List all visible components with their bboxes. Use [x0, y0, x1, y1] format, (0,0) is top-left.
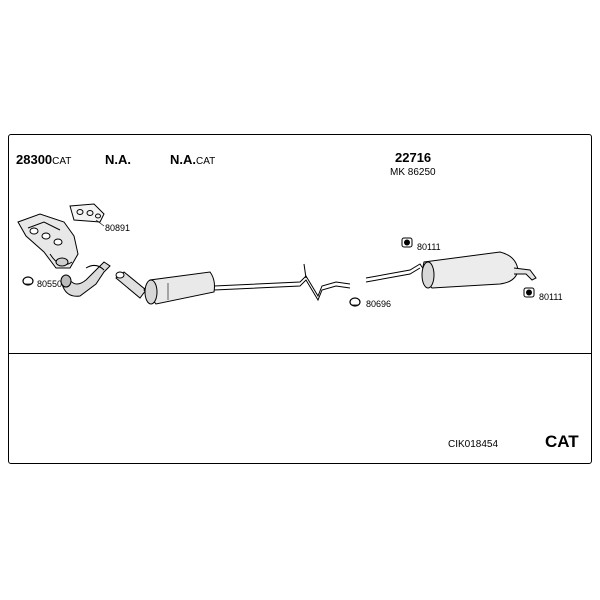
hanger-top: [401, 237, 413, 248]
part-label-na: N.A.: [105, 152, 131, 167]
catalog-code: CIK018454: [448, 439, 499, 450]
middle-pipe: [213, 263, 351, 302]
frame-divider: [8, 353, 592, 354]
part-label-28300: 28300CAT: [16, 152, 72, 167]
callout-hanger-top: 80111: [417, 242, 441, 252]
exhaust-manifold: [17, 213, 79, 269]
diagram-frame: [8, 134, 592, 464]
hanger-right: [523, 287, 535, 298]
callout-gasket: 80891: [105, 223, 131, 233]
catalytic-converter: [115, 271, 215, 305]
rear-muffler: [421, 251, 537, 289]
kit-type-label: CAT: [545, 432, 579, 451]
callout-clamp-left: 80550: [37, 279, 63, 289]
clamp-middle: [349, 297, 361, 307]
part-label-22716: 22716: [395, 150, 432, 165]
part-label-na-cat: N.A.CAT: [170, 152, 216, 167]
callout-clamp-mid: 80696: [366, 299, 392, 309]
manifold-gasket: [69, 203, 105, 227]
rear-pipe: [365, 263, 425, 283]
callout-hanger-right: 80111: [539, 292, 563, 302]
part-label-mk: MK 86250: [390, 167, 436, 178]
front-pipe: [60, 261, 111, 297]
clamp-left: [22, 276, 34, 286]
